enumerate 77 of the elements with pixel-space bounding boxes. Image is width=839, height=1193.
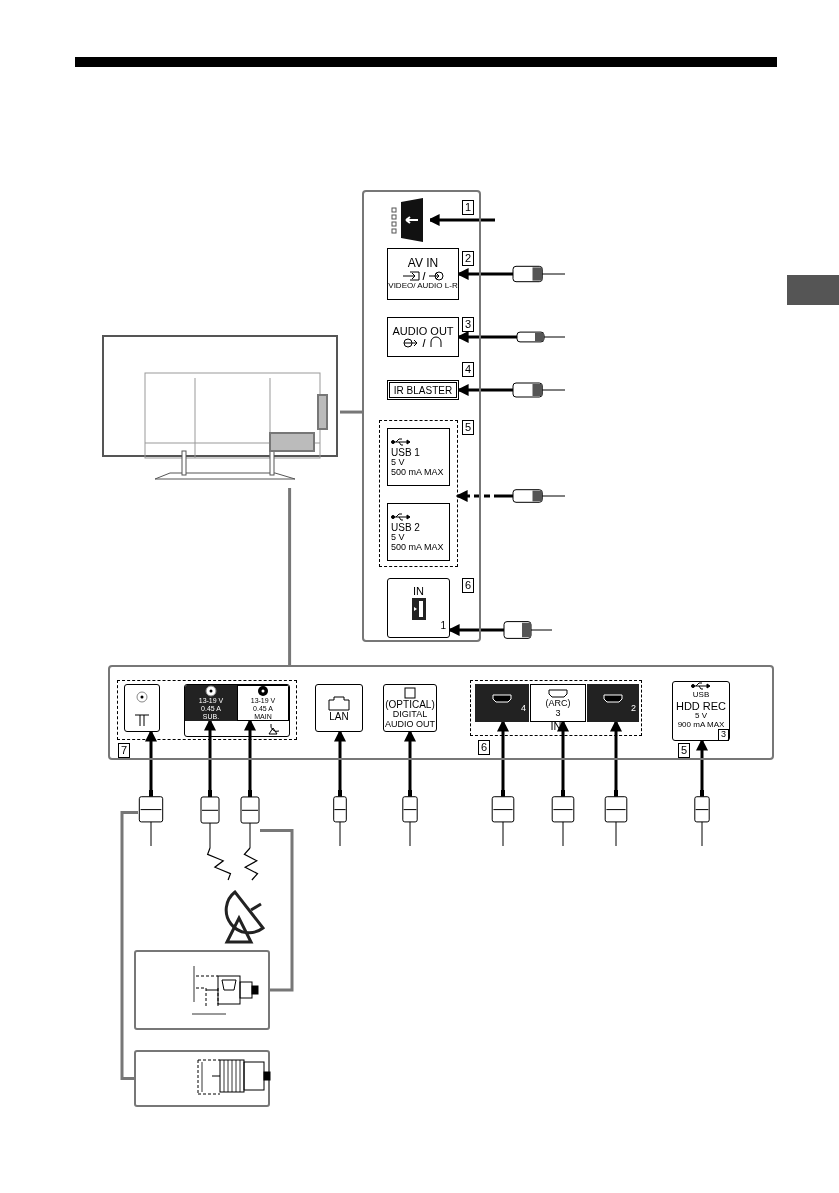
port-label: AV IN: [407, 257, 439, 271]
inset-panel: [134, 950, 270, 1030]
lan-plug-icon: [333, 790, 347, 846]
callout-number: 7: [118, 743, 131, 758]
dashed-port-group: [470, 680, 642, 736]
arrow: [455, 490, 500, 502]
antenna-port-panel: [124, 684, 160, 732]
port-label-panel: [387, 317, 459, 357]
port-label-panel: [530, 684, 586, 722]
hdmi-cable-plug-icon: [604, 790, 628, 846]
hdmi-cable-plug-icon: [491, 790, 515, 846]
cable-line: [206, 847, 232, 881]
port-label: 5 V: [391, 532, 405, 543]
callout-number: 6: [478, 740, 491, 755]
port-label-panel: [185, 685, 237, 721]
hdmi-cable-plug-icon: [492, 618, 552, 642]
port-label: IN: [413, 585, 424, 598]
hdmi-cable-plug-icon: [551, 790, 575, 846]
port-label: 4: [521, 703, 526, 714]
inset-panel: [134, 1050, 270, 1107]
port-label: 1: [440, 619, 446, 631]
side-terminal-panel: [362, 190, 481, 642]
rear-terminal-panel: [108, 665, 774, 760]
port-label: DIGITAL AUDIO OUT: [384, 709, 436, 730]
dashed-port-group: [117, 680, 297, 740]
port-label-panel: [315, 684, 363, 732]
audio-cable-plug-icon: [505, 330, 565, 344]
port-label: 500 mA MAX: [391, 542, 444, 553]
audio-cable-plug-icon: [500, 380, 565, 400]
port-label: 3: [555, 708, 561, 719]
port-label: (ARC): [545, 698, 571, 709]
port-label: VIDEO/ AUDIO L-R: [388, 282, 458, 291]
port-label-panel: [383, 684, 437, 732]
usb-cable-plug-icon: [500, 487, 565, 505]
optical-plug-icon: [402, 790, 418, 846]
port-label: AUDIO OUT: [392, 324, 454, 338]
port-label: 900 mA MAX: [677, 720, 725, 730]
port-label-panel: [387, 380, 459, 400]
port-label-panel: [387, 248, 459, 300]
callout-number: 5: [678, 743, 691, 758]
port-label: LAN: [329, 710, 349, 722]
satellite-port-panel: [184, 684, 290, 737]
dashed-port-group: [379, 420, 458, 567]
port-label: IR BLASTER: [393, 384, 453, 396]
port-label: 2: [631, 703, 636, 714]
leader-line: [260, 829, 294, 992]
port-label-panel: [387, 503, 450, 561]
callout-number: 2: [462, 251, 475, 266]
callout-number: 1: [462, 200, 475, 215]
callout-number: 5: [462, 420, 475, 435]
port-label: USB: [692, 690, 710, 700]
port-label: (OPTICAL): [385, 698, 435, 710]
callout-number: 6: [462, 578, 475, 593]
port-label: 3: [718, 729, 729, 742]
port-label-panel: [387, 578, 450, 638]
satellite-plug-icon: [240, 790, 260, 848]
port-label-panel: [387, 428, 450, 486]
satellite-plug-icon: [200, 790, 220, 848]
port-label-panel: [237, 685, 289, 721]
port-label: 5 V: [695, 711, 707, 721]
port-label: USB 1: [391, 446, 420, 458]
port-label: USB 2: [391, 521, 420, 533]
port-label-panel: [587, 684, 639, 722]
av-cable-plug-icon: [500, 263, 565, 285]
port-label-panel: [475, 684, 529, 722]
callout-number: 3: [462, 317, 475, 332]
usb-cable-plug-icon: [694, 790, 710, 846]
port-label: HDD REC: [675, 699, 727, 712]
leader-line: [288, 488, 292, 665]
leader-line: [120, 810, 138, 1080]
leader-line: [340, 410, 362, 414]
port-label: 500 mA MAX: [391, 467, 444, 478]
cable-line: [243, 847, 259, 881]
port-label: 5 V: [391, 457, 405, 468]
coaxial-plug-icon: [138, 790, 164, 846]
callout-number: 4: [462, 362, 475, 377]
port-label-panel: [672, 681, 730, 741]
